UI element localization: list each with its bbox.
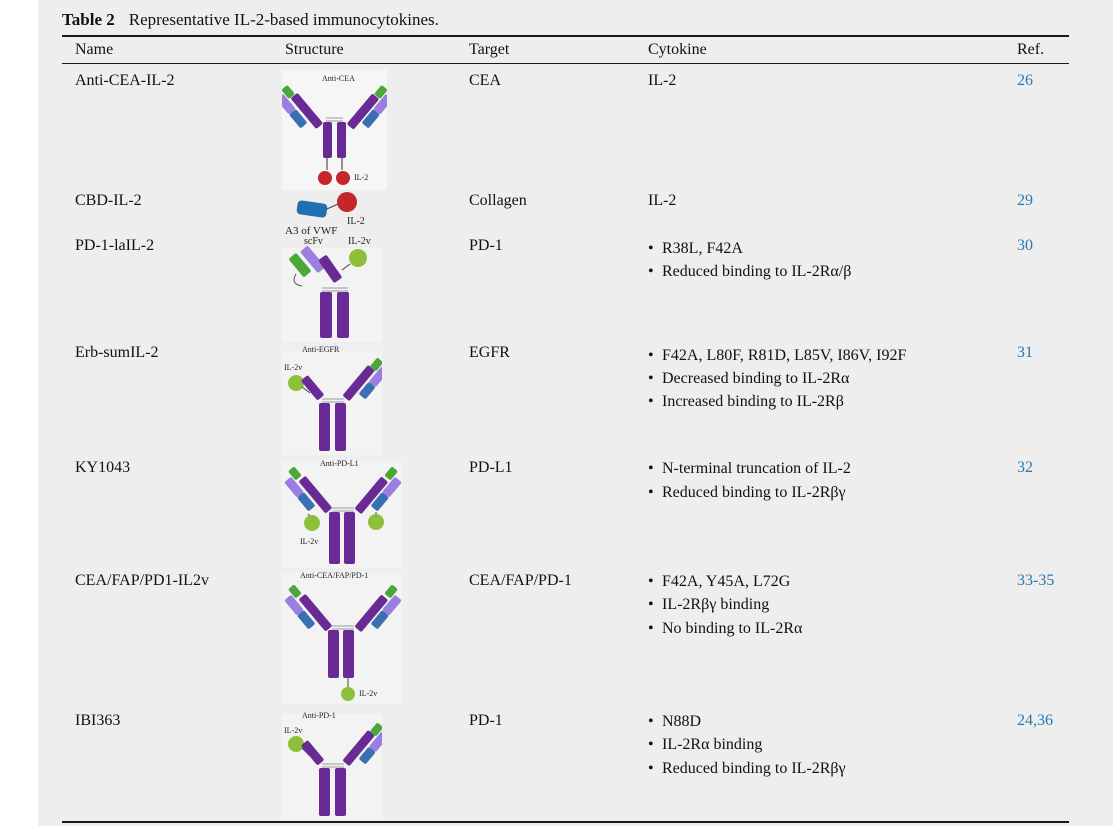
table-background bbox=[38, 0, 1113, 826]
row-ref-link[interactable]: 29 bbox=[1017, 192, 1033, 209]
row-ref-link[interactable]: 26 bbox=[1017, 72, 1033, 89]
row-ref-link[interactable]: 24,36 bbox=[1017, 712, 1053, 729]
structure-label: A3 of VWF bbox=[285, 225, 337, 237]
row-name: Erb-sumIL-2 bbox=[75, 344, 159, 361]
structure-label: Anti-PD-1 bbox=[302, 711, 336, 720]
column-header-structure: Structure bbox=[285, 41, 344, 58]
antibody-il2-diagram: Anti-CEA IL-2 bbox=[282, 70, 387, 190]
cytokine-bullet: •Reduced binding to IL-2Rα/β bbox=[648, 263, 852, 280]
column-header-target: Target bbox=[469, 41, 510, 58]
column-header-cytokine: Cytokine bbox=[648, 41, 707, 58]
structure-label: Anti-CEA bbox=[322, 74, 355, 83]
row-target: PD-1 bbox=[469, 237, 503, 254]
cytokine-bullet: •R38L, F42A bbox=[648, 240, 743, 257]
column-header-name: Name bbox=[75, 41, 114, 58]
row-target: CEA/FAP/PD-1 bbox=[469, 572, 572, 589]
cytokine-bullet: •IL-2Rβγ binding bbox=[648, 596, 770, 613]
row-target: EGFR bbox=[469, 344, 510, 361]
structure-label: Anti-PD-L1 bbox=[320, 459, 359, 468]
row-name: CBD-IL-2 bbox=[75, 192, 142, 209]
structure-label: IL-2v bbox=[348, 236, 371, 247]
structure-label: IL-2v bbox=[284, 363, 302, 372]
antibody-il2v-diagram: Anti-PD-L1 IL-2v bbox=[282, 459, 402, 568]
column-header-ref: Ref. bbox=[1017, 41, 1045, 58]
structure-label: Anti-CEA/FAP/PD-1 bbox=[300, 571, 368, 580]
structure-label: IL-2v bbox=[284, 726, 302, 735]
top-rule bbox=[62, 35, 1069, 37]
cytokine-bullet: •N-terminal truncation of IL-2 bbox=[648, 460, 851, 477]
antibody-il2v-diagram: Anti-EGFR IL-2v bbox=[282, 345, 382, 455]
table-caption: Table 2 Representative IL-2-based immunoc… bbox=[62, 10, 439, 30]
row-target: PD-1 bbox=[469, 712, 503, 729]
cytokine-bullet: •F42A, L80F, R81D, L85V, I86V, I92F bbox=[648, 347, 907, 364]
structure-label: IL-2 bbox=[354, 173, 368, 182]
row-name: PD-1-laIL-2 bbox=[75, 237, 155, 254]
table-title: Representative IL-2-based immunocytokine… bbox=[128, 10, 439, 29]
row-cytokine: IL-2 bbox=[648, 72, 677, 89]
row-target: PD-L1 bbox=[469, 459, 513, 476]
table-label: Table 2 bbox=[62, 10, 115, 29]
bottom-rule bbox=[62, 821, 1069, 823]
scfv-il2v-diagram: scFv IL-2v bbox=[282, 236, 382, 342]
header-rule bbox=[62, 63, 1069, 64]
row-name: CEA/FAP/PD1-IL2v bbox=[75, 572, 209, 589]
structure-label: IL-2v bbox=[359, 689, 377, 698]
antibody-il2v-diagram: Anti-CEA/FAP/PD-1 IL-2v bbox=[282, 571, 402, 704]
structure-label: IL-2 bbox=[347, 216, 365, 227]
row-target: Collagen bbox=[469, 192, 527, 209]
cytokine-bullet: •F42A, Y45A, L72G bbox=[648, 573, 791, 590]
cytokine-bullet: •Reduced binding to IL-2Rβγ bbox=[648, 484, 846, 501]
row-ref-link[interactable]: 32 bbox=[1017, 459, 1033, 476]
row-target: CEA bbox=[469, 72, 501, 89]
cytokine-bullet: •Increased binding to IL-2Rβ bbox=[648, 393, 844, 410]
cytokine-bullet: •N88D bbox=[648, 713, 702, 730]
structure-label: IL-2v bbox=[300, 537, 318, 546]
cytokine-bullet: •No binding to IL-2Rα bbox=[648, 620, 803, 637]
structure-label: Anti-EGFR bbox=[302, 345, 340, 354]
antibody-il2v-diagram: Anti-PD-1 IL-2v bbox=[282, 711, 382, 820]
row-ref-link[interactable]: 33-35 bbox=[1017, 572, 1055, 589]
cytokine-bullet: •Decreased binding to IL-2Rα bbox=[648, 370, 850, 387]
row-ref-link[interactable]: 30 bbox=[1017, 237, 1033, 254]
row-name: Anti-CEA-IL-2 bbox=[75, 72, 175, 89]
row-ref-link[interactable]: 31 bbox=[1017, 344, 1033, 361]
cytokine-bullet: •IL-2Rα binding bbox=[648, 736, 763, 753]
row-name: IBI363 bbox=[75, 712, 121, 729]
cytokine-bullet: •Reduced binding to IL-2Rβγ bbox=[648, 760, 846, 777]
cbd-il2-diagram: IL-2 A3 of VWF bbox=[285, 192, 365, 237]
row-name: KY1043 bbox=[75, 459, 131, 476]
structure-label: scFv bbox=[304, 236, 323, 247]
row-cytokine: IL-2 bbox=[648, 192, 677, 209]
